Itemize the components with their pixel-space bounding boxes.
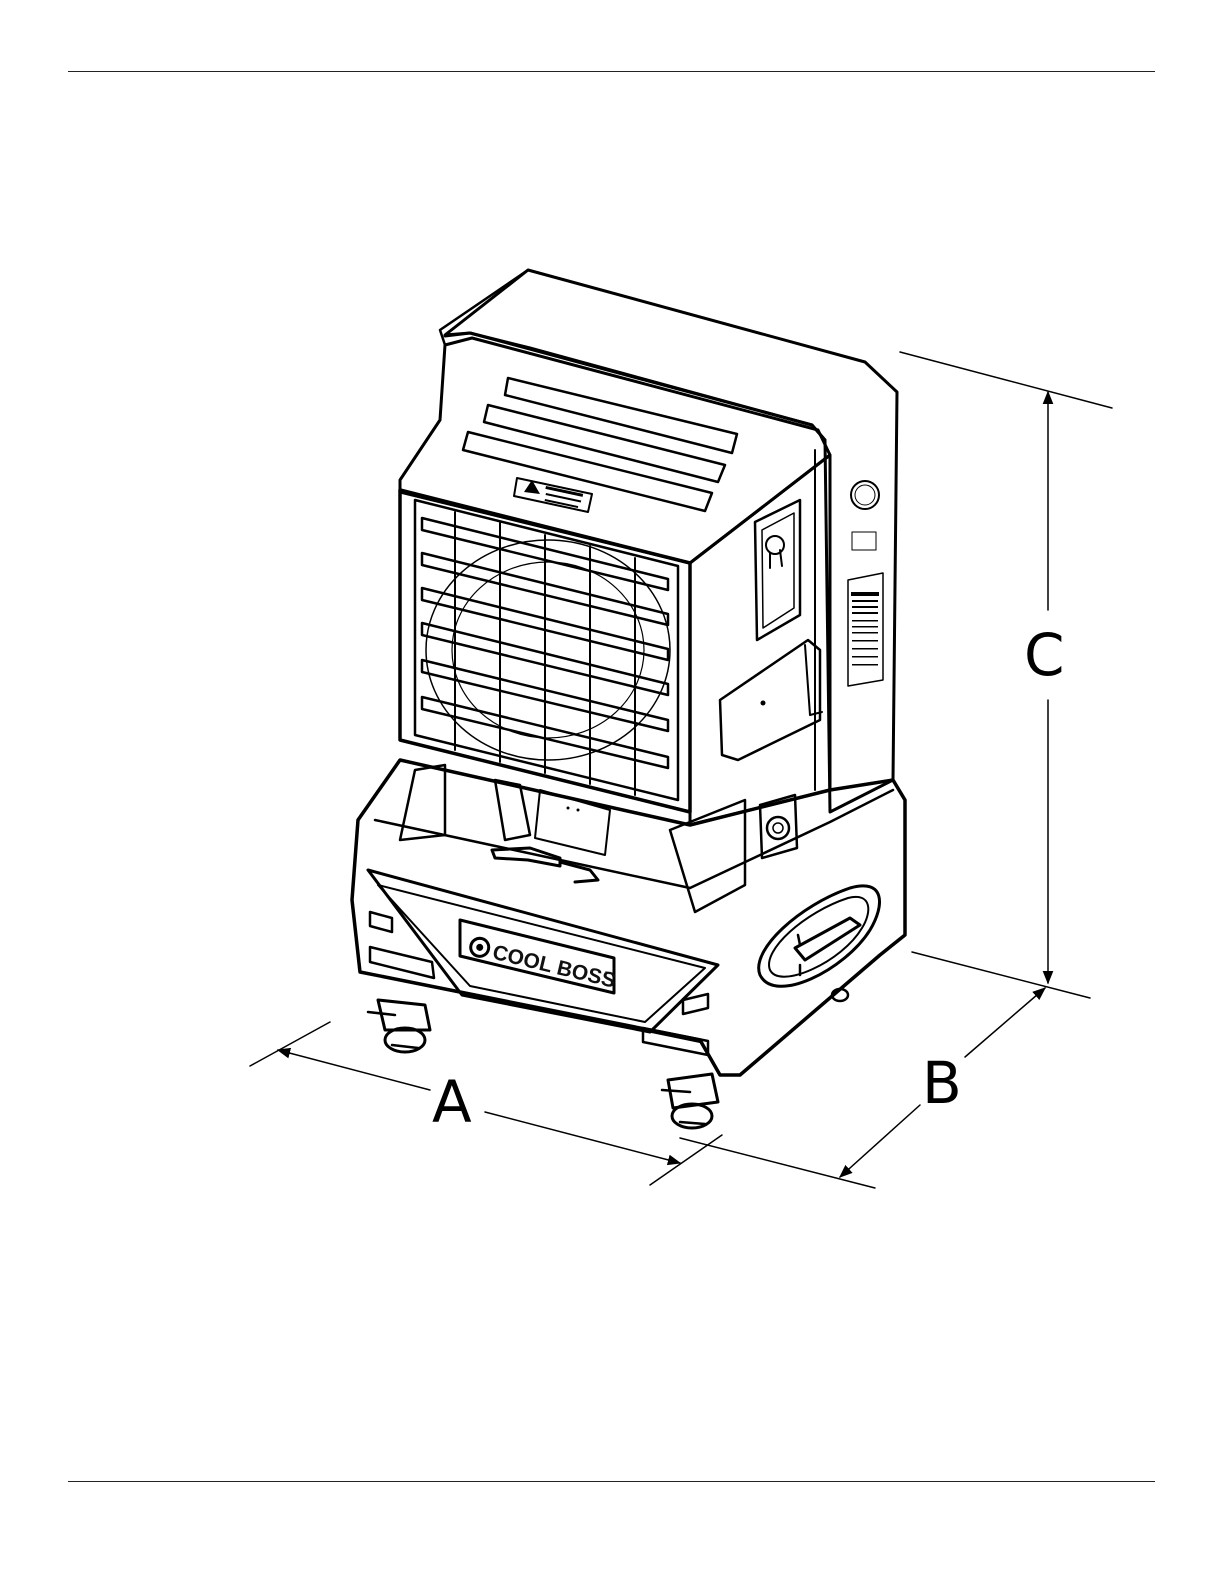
- dimension-label-b: B: [922, 1049, 962, 1117]
- brand-logo-text: COOL BOSS: [490, 941, 618, 993]
- dimension-a: A: [250, 1022, 722, 1185]
- control-panel: [755, 500, 800, 640]
- dimension-label-a: A: [432, 1068, 472, 1136]
- warning-label: [514, 478, 592, 512]
- footer-rule: [68, 1481, 1155, 1482]
- dimension-c: C: [900, 352, 1112, 983]
- side-labels: [848, 481, 883, 686]
- dimension-label-c: C: [1024, 621, 1065, 689]
- evaporative-cooler-drawing: COOL BOSS ™: [352, 270, 905, 1128]
- dimension-b: B: [680, 952, 1090, 1188]
